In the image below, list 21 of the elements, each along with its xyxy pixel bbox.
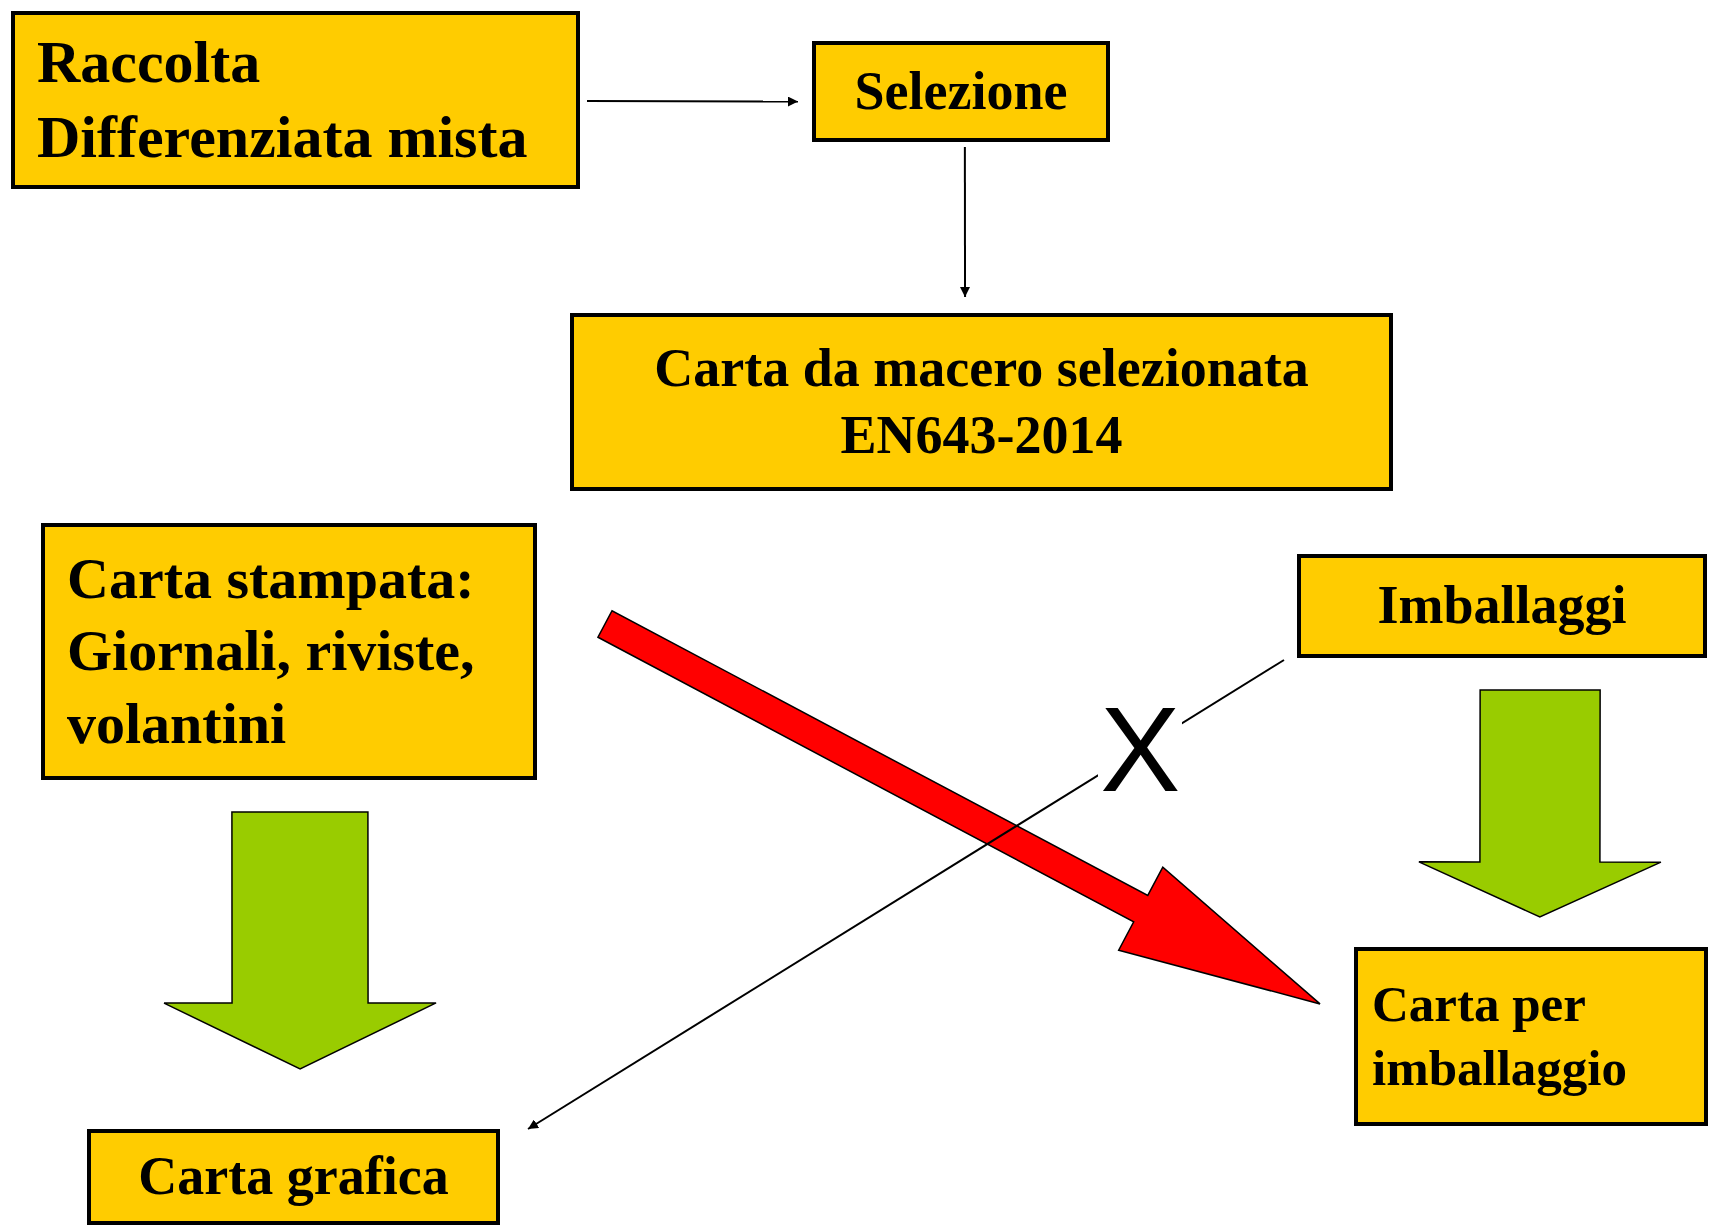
- arrow: [527, 659, 1285, 1130]
- process-box: [11, 11, 580, 189]
- process-box: [812, 41, 1110, 142]
- box-text: Carta da macero selezionata: [653, 336, 1310, 400]
- block-arrow: [163, 811, 437, 1070]
- process-box: [87, 1129, 500, 1225]
- box-text: Selezione: [853, 59, 1069, 123]
- box-text: Raccolta Differenziata mista: [37, 28, 529, 172]
- box-text: Carta stampata: Giornali, riviste, volantini: [67, 544, 476, 758]
- process-box: [1297, 554, 1707, 658]
- box-text: Carta per imballaggio: [1372, 974, 1629, 1098]
- block-arrow: [596, 609, 1321, 1005]
- box-text: Carta grafica: [137, 1145, 450, 1209]
- box-text: Imballaggi: [1376, 574, 1628, 638]
- process-box: [1354, 947, 1708, 1126]
- arrow: [586, 96, 799, 107]
- process-box: [41, 523, 537, 780]
- box-text: EN643-2014: [839, 404, 1124, 467]
- arrow: [960, 146, 971, 298]
- block-arrow: [1418, 689, 1662, 918]
- process-box: [570, 313, 1393, 491]
